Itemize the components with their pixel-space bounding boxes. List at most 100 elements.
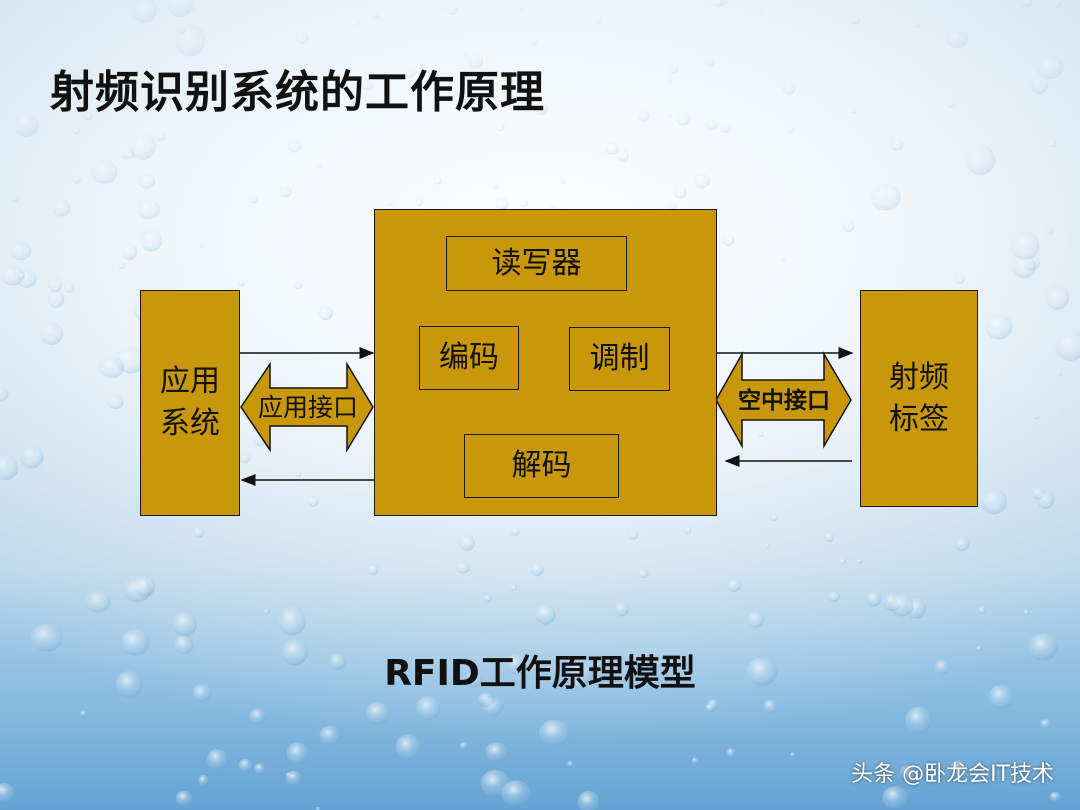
water-drop [567, 760, 574, 767]
water-drop [319, 725, 341, 745]
water-drop [705, 119, 718, 131]
water-drop [857, 558, 863, 564]
water-drop [1055, 331, 1080, 361]
water-drop [287, 139, 302, 153]
water-drop [0, 455, 19, 481]
water-drop [52, 199, 71, 217]
water-drop [277, 606, 306, 636]
water-drop [237, 280, 245, 287]
water-drop [84, 112, 93, 121]
water-drop [637, 110, 650, 123]
water-drop [780, 257, 786, 262]
water-drop [0, 265, 25, 286]
water-drop [48, 277, 62, 293]
rf-tag-box: 射频 标签 [860, 290, 978, 507]
water-drop [328, 653, 346, 670]
water-drop [628, 531, 639, 540]
water-drop [199, 244, 204, 249]
water-drop [415, 198, 424, 207]
water-drop [824, 532, 835, 543]
water-drop [519, 198, 528, 208]
water-drop [726, 748, 736, 758]
water-drop [72, 175, 82, 184]
water-drop [365, 701, 391, 725]
water-drop [315, 806, 321, 810]
water-drop [988, 684, 1014, 710]
water-drop [175, 790, 193, 806]
water-drop [447, 87, 459, 99]
water-drop [467, 53, 484, 69]
water-drop [905, 706, 932, 734]
water-drop [249, 708, 267, 724]
water-drop [179, 27, 186, 33]
water-drop [746, 657, 778, 686]
water-drop [669, 66, 679, 74]
water-drop [281, 639, 309, 666]
water-drop [0, 387, 9, 402]
water-drop [518, 79, 528, 90]
water-drop [492, 183, 500, 190]
water-drop [947, 101, 955, 108]
rf-tag-label-line2: 标签 [889, 401, 949, 437]
water-drop [827, 591, 840, 602]
water-drop [285, 770, 302, 786]
water-drop [950, 760, 966, 776]
water-drop [91, 160, 118, 184]
application-system-label-line2: 系统 [160, 406, 220, 441]
water-drop [704, 4, 709, 9]
water-drop [539, 719, 571, 747]
decode-box: 解码 [464, 434, 619, 498]
water-drop [295, 471, 302, 477]
water-drop [173, 635, 194, 655]
water-drop [694, 173, 710, 189]
water-drop [501, 780, 531, 807]
water-drop [461, 51, 467, 58]
water-drop [263, 608, 271, 615]
water-drop [684, 527, 692, 534]
water-drop [614, 601, 629, 617]
reader-title-label: 读写器 [491, 245, 582, 281]
water-drop [691, 757, 699, 764]
water-drop [432, 177, 442, 185]
water-drop [667, 202, 677, 211]
water-drop [318, 305, 334, 321]
application-system-box: 应用 系统 [140, 290, 240, 516]
water-drop [295, 31, 309, 44]
water-drop [294, 282, 303, 290]
encode-label: 编码 [439, 340, 499, 375]
water-drop [1040, 719, 1051, 729]
water-drop [977, 606, 986, 614]
water-drop [1046, 228, 1054, 235]
water-drop [166, 0, 195, 17]
water-drop [121, 243, 138, 260]
water-drop [136, 199, 161, 220]
water-drop [985, 314, 1013, 340]
watermark-credit: 头条 @卧龙会IT技术 [851, 762, 1054, 787]
water-drop [965, 144, 996, 175]
water-drop [19, 444, 44, 469]
water-drop [789, 752, 795, 758]
water-drop [193, 527, 204, 538]
water-drop [604, 141, 619, 155]
water-drop [39, 322, 63, 346]
water-drop [10, 195, 19, 203]
water-drop [120, 629, 150, 656]
water-drop [307, 496, 319, 507]
water-drop [416, 696, 441, 721]
water-drop [138, 174, 156, 189]
water-drop [1019, 0, 1033, 8]
application-system-label-line1: 应用 [160, 364, 220, 399]
water-drop [456, 561, 470, 574]
water-drop [238, 758, 253, 772]
water-drop [842, 219, 855, 233]
water-drop [477, 692, 495, 707]
water-drop [361, 79, 374, 91]
water-drop [485, 742, 508, 762]
water-drop [535, 604, 556, 625]
water-drop [1022, 609, 1030, 616]
water-drop [118, 262, 126, 269]
water-drop [249, 195, 258, 204]
water-drop [1045, 284, 1070, 310]
water-drop [63, 283, 75, 293]
water-drop [529, 38, 538, 46]
